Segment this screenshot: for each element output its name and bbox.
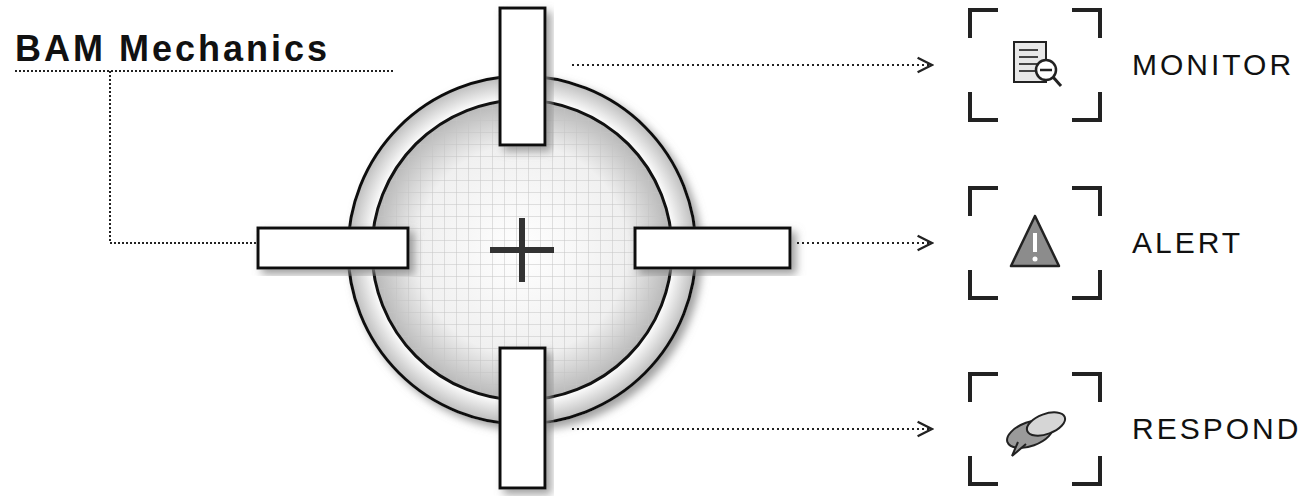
title-underline [15,70,395,72]
monitor-icon [1014,42,1061,86]
bracket-corner [1072,456,1100,484]
bracket-corner [1072,270,1100,298]
icon-box: RESPOND [968,372,1301,486]
bracket-frame [968,372,1102,486]
target-arm [500,348,545,488]
bracket-frame [968,8,1102,122]
target-arm [258,228,408,268]
bracket-corner [1072,188,1100,216]
icon-box: MONITOR [968,8,1294,122]
respond-icon [1003,408,1068,456]
bracket-corner [970,374,998,402]
leader-line [572,428,932,430]
bracket-corner [970,10,998,38]
node-label: MONITOR [1132,48,1294,82]
icon-box: ALERT [968,186,1243,300]
leader-line [110,71,258,243]
target-arm [635,228,790,268]
diagram-title: BAM Mechanics [15,28,330,69]
bracket-corner [970,92,998,120]
node-label: ALERT [1132,226,1243,260]
bracket-corner [1072,10,1100,38]
bracket-corner [1072,92,1100,120]
node-label: RESPOND [1132,412,1301,446]
bracket-corner [970,270,998,298]
bracket-corner [970,456,998,484]
center-cross [519,218,525,282]
title-block: BAM Mechanics [15,31,330,67]
bracket-corner [1072,374,1100,402]
alert-icon [1011,216,1059,266]
bracket-corner [970,188,998,216]
leader-line [572,64,932,66]
target-arm [500,8,545,145]
leader-line [797,242,932,244]
bracket-frame [968,186,1102,300]
